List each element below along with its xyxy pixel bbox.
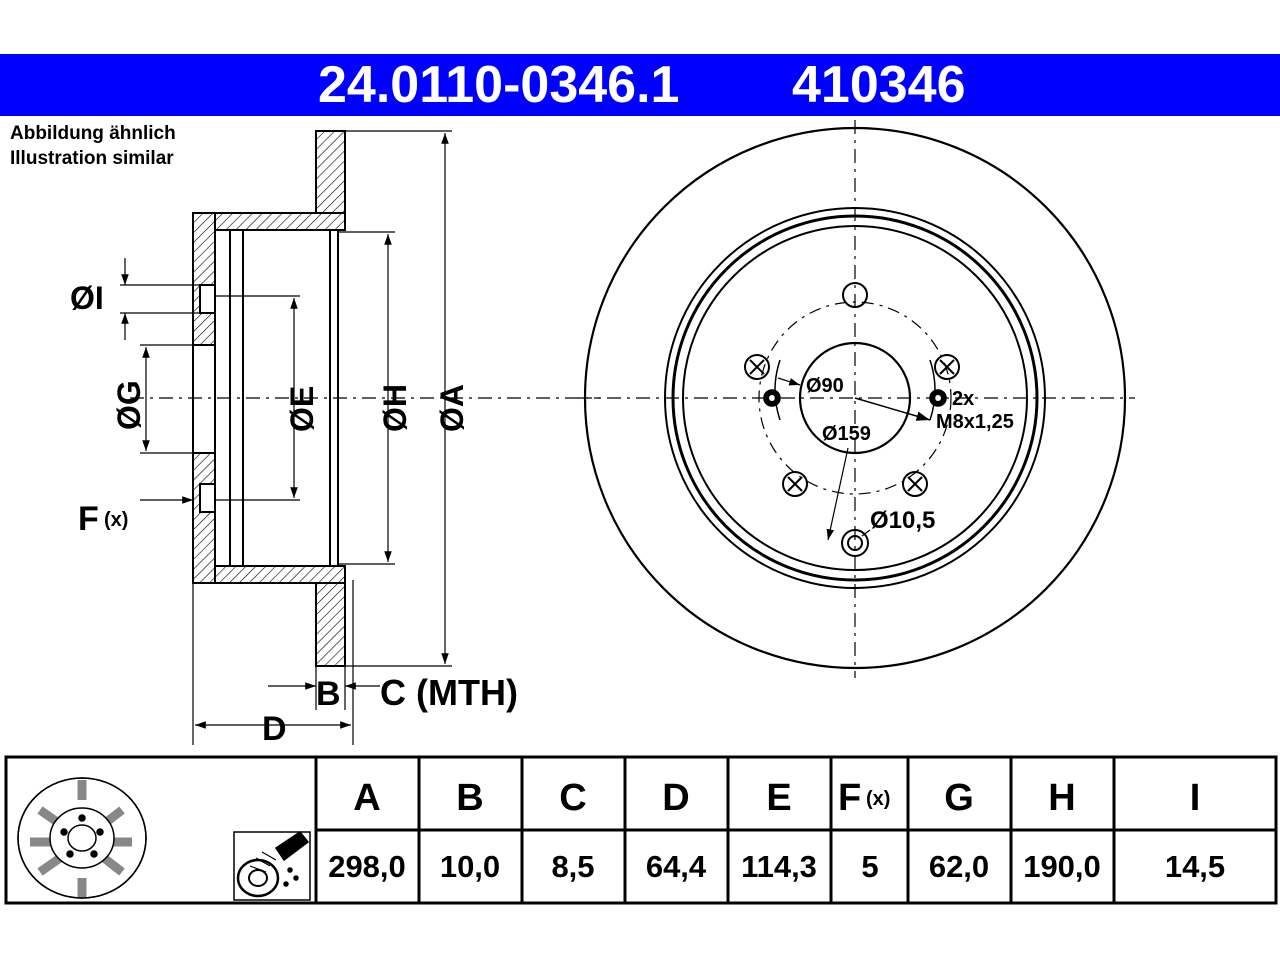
bolt-hole-4 (782, 471, 808, 497)
bolt-hole-3 (902, 471, 928, 497)
cleaning-spray-icon (233, 830, 311, 901)
value-g: 62,0 (929, 849, 989, 884)
value-e: 114,3 (741, 849, 817, 884)
bolt-hole-bottom (199, 483, 216, 513)
label-dia-g: ØG (111, 380, 147, 430)
hat-outer-edge (671, 214, 1039, 582)
label-d: D (262, 710, 287, 748)
label-f-sub: (x) (104, 509, 128, 531)
label-dia-e: ØE (284, 386, 320, 432)
bolt-circle (758, 301, 952, 495)
label-thread-spec: M8x1,25 (936, 411, 1014, 433)
cross-section-view (120, 130, 600, 745)
label-dia-h: ØH (377, 384, 413, 432)
header-b: B (456, 777, 483, 819)
value-c: 8,5 (551, 849, 594, 884)
header-f: F (838, 777, 861, 819)
header-h: H (1048, 777, 1075, 819)
label-thread-count: 2x (952, 388, 974, 410)
header-f-sub: (x) (866, 788, 890, 810)
label-dia-a: ØA (434, 384, 470, 432)
friction-inner-edge (664, 207, 1046, 589)
face-view (578, 120, 1135, 678)
friction-ring-bottom (315, 582, 346, 667)
value-h: 190,0 (1023, 849, 1101, 884)
header-e: E (766, 777, 791, 819)
label-b: B (316, 675, 341, 713)
value-b: 10,0 (440, 849, 500, 884)
label-bolt-circle: Ø159 (822, 423, 871, 445)
illustration-note-en: Illustration similar (10, 148, 174, 169)
label-center-bore: Ø90 (806, 375, 844, 397)
center-bore (192, 344, 216, 454)
bolt-hole-bottom (841, 529, 869, 557)
label-f: F (78, 500, 99, 538)
value-f: 5 (861, 849, 878, 884)
label-c-mth: C (MTH) (380, 672, 518, 713)
brake-disc-icon (17, 777, 147, 899)
value-d: 64,4 (646, 849, 707, 884)
label-hole-dia: Ø10,5 (870, 507, 935, 534)
value-a: 298,0 (328, 849, 406, 884)
header-a: A (353, 777, 380, 819)
bolt-hole-2 (934, 354, 960, 380)
hat-inner-edge (682, 225, 1028, 571)
header-i: I (1190, 777, 1201, 819)
bolt-hole-5 (744, 354, 770, 380)
reference-number: 410346 (792, 56, 966, 114)
part-number: 24.0110-0346.1 (318, 56, 680, 114)
disc-outer-edge (583, 126, 1127, 670)
header-g: G (944, 777, 974, 819)
illustration-note-de: Abbildung ähnlich (10, 123, 176, 144)
header-bar: 24.0110-0346.1 410346 (0, 54, 1280, 116)
value-i: 14,5 (1165, 849, 1225, 884)
label-dia-i: ØI (70, 280, 104, 316)
header-d: D (662, 777, 689, 819)
center-bore-circle (798, 341, 912, 455)
header-c: C (559, 777, 586, 819)
bolt-hole-top (199, 284, 216, 314)
bolt-hole-1 (842, 282, 868, 308)
